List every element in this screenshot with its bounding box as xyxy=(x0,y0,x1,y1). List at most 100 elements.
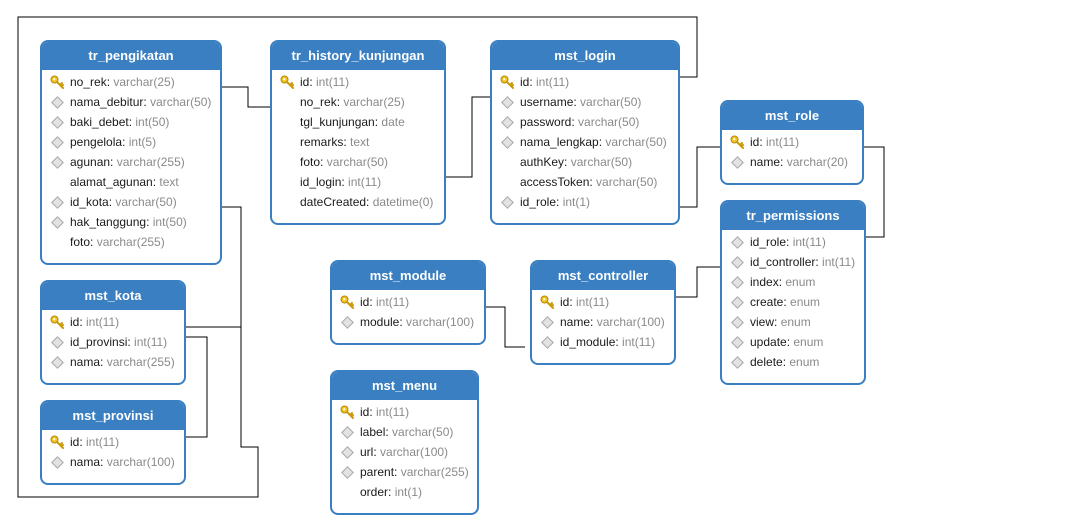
field-row[interactable]: password: varchar(50) xyxy=(492,112,678,132)
field-row[interactable]: index: enum xyxy=(722,272,864,292)
table-title: tr_history_kunjungan xyxy=(272,42,444,70)
field-row[interactable]: id: int(11) xyxy=(722,132,862,152)
field-name: id_role xyxy=(520,195,557,209)
field-row[interactable]: url: varchar(100) xyxy=(332,442,477,462)
field-type: text xyxy=(159,175,179,189)
field-type: int(11) xyxy=(316,75,350,89)
table-tr-history-kunjungan[interactable]: tr_history_kunjungan id: int(11) no_rek: … xyxy=(270,40,446,225)
field-row[interactable]: id_kota: varchar(50) xyxy=(42,192,220,212)
column-diamond-icon xyxy=(501,136,514,149)
field-row[interactable]: id: int(11) xyxy=(42,432,184,452)
field-row[interactable]: pengelola: int(5) xyxy=(42,132,220,152)
field-row[interactable]: delete: enum xyxy=(722,352,864,372)
field-row[interactable]: id: int(11) xyxy=(332,402,477,422)
field-row[interactable]: nama_debitur: varchar(50) xyxy=(42,92,220,112)
field-row[interactable]: view: enum xyxy=(722,312,864,332)
field-row[interactable]: nama: varchar(100) xyxy=(42,452,184,472)
field-name: create xyxy=(750,295,784,309)
field-row[interactable]: id_module: int(11) xyxy=(532,332,674,352)
field-row[interactable]: update: enum xyxy=(722,332,864,352)
field-row[interactable]: id_provinsi: int(11) xyxy=(42,332,184,352)
field-type: int(11) xyxy=(134,335,168,349)
table-tr-permissions[interactable]: tr_permissions id_role: int(11)id_contro… xyxy=(720,200,866,385)
field-name: accessToken xyxy=(520,175,590,189)
field-type: enum xyxy=(780,315,811,329)
field-row[interactable]: no_rek: varchar(25) xyxy=(300,95,405,109)
field-row[interactable]: parent: varchar(255) xyxy=(332,462,477,482)
field-row[interactable]: foto: varchar(255) xyxy=(70,235,165,249)
table-mst-controller[interactable]: mst_controller id: int(11)name: varchar(… xyxy=(530,260,676,365)
table-mst-module[interactable]: mst_module id: int(11)module: varchar(10… xyxy=(330,260,486,345)
field-row[interactable]: authKey: varchar(50) xyxy=(520,155,633,169)
field-type: datetime(0) xyxy=(372,195,434,209)
field-row[interactable]: name: varchar(100) xyxy=(532,312,674,332)
field-type: text xyxy=(350,135,370,149)
field-type: varchar(100) xyxy=(380,445,449,459)
column-diamond-icon xyxy=(51,216,64,229)
table-mst-menu[interactable]: mst_menu id: int(11)label: varchar(50)ur… xyxy=(330,370,479,515)
field-type: varchar(100) xyxy=(106,455,175,469)
primary-key-icon xyxy=(730,135,744,149)
field-row[interactable]: agunan: varchar(255) xyxy=(42,152,220,172)
field-row[interactable]: id_role: int(11) xyxy=(722,232,864,252)
table-mst-role[interactable]: mst_role id: int(11)name: varchar(20) xyxy=(720,100,864,185)
field-type: varchar(255) xyxy=(96,235,165,249)
field-row[interactable]: nama: varchar(255) xyxy=(42,352,184,372)
field-row[interactable]: dateCreated: datetime(0) xyxy=(300,195,434,209)
field-row[interactable]: id: int(11) xyxy=(42,312,184,332)
primary-key-icon xyxy=(500,75,514,89)
rel-controller-permissions xyxy=(676,266,720,298)
field-row[interactable]: nama_lengkap: varchar(50) xyxy=(492,132,678,152)
field-name: id xyxy=(520,75,530,89)
field-row[interactable]: module: varchar(100) xyxy=(332,312,484,332)
field-row[interactable]: name: varchar(20) xyxy=(722,152,862,172)
table-mst-login[interactable]: mst_login id: int(11)username: varchar(5… xyxy=(490,40,680,225)
primary-key-icon xyxy=(50,315,64,329)
rel-pengikatan-history xyxy=(222,86,270,108)
field-name: id xyxy=(360,295,370,309)
field-name: id xyxy=(300,75,310,89)
column-diamond-icon xyxy=(731,156,744,169)
field-row[interactable]: no_rek: varchar(25) xyxy=(42,72,220,92)
field-row[interactable]: id: int(11) xyxy=(492,72,678,92)
field-row[interactable]: id: int(11) xyxy=(532,292,674,312)
field-name: id xyxy=(70,315,80,329)
field-row[interactable]: foto: varchar(50) xyxy=(300,155,389,169)
field-type: int(11) xyxy=(822,255,856,269)
field-type: varchar(255) xyxy=(106,355,175,369)
primary-key-icon xyxy=(50,435,64,449)
rel-role-permissions xyxy=(864,146,885,238)
field-type: int(11) xyxy=(376,405,410,419)
field-row[interactable]: baki_debet: int(50) xyxy=(42,112,220,132)
field-row[interactable]: create: enum xyxy=(722,292,864,312)
field-name: id_role xyxy=(750,235,787,249)
table-mst-provinsi[interactable]: mst_provinsi id: int(11)nama: varchar(10… xyxy=(40,400,186,485)
field-type: int(11) xyxy=(376,295,410,309)
field-row[interactable]: alamat_agunan: text xyxy=(70,175,179,189)
field-type: varchar(20) xyxy=(786,155,849,169)
table-mst-kota[interactable]: mst_kota id: int(11)id_provinsi: int(11)… xyxy=(40,280,186,385)
column-diamond-icon xyxy=(341,316,354,329)
field-name: no_rek xyxy=(70,75,107,89)
field-row[interactable]: username: varchar(50) xyxy=(492,92,678,112)
field-row[interactable]: remarks: text xyxy=(300,135,370,149)
field-name: pengelola xyxy=(70,135,123,149)
field-row[interactable]: id: int(11) xyxy=(272,72,444,92)
table-tr-pengikatan[interactable]: tr_pengikatan no_rek: varchar(25)nama_de… xyxy=(40,40,222,265)
column-diamond-icon xyxy=(501,96,514,109)
field-row[interactable]: hak_tanggung: int(50) xyxy=(42,212,220,232)
field-row[interactable]: order: int(1) xyxy=(360,485,423,499)
field-name: module xyxy=(360,315,400,329)
field-name: id xyxy=(750,135,760,149)
field-row[interactable]: id: int(11) xyxy=(332,292,484,312)
field-row[interactable]: id_role: int(1) xyxy=(492,192,678,212)
field-row[interactable]: id_controller: int(11) xyxy=(722,252,864,272)
field-row[interactable]: id_login: int(11) xyxy=(300,175,382,189)
field-row[interactable]: accessToken: varchar(50) xyxy=(520,175,658,189)
field-type: varchar(255) xyxy=(400,465,469,479)
field-row[interactable]: label: varchar(50) xyxy=(332,422,477,442)
field-type: varchar(25) xyxy=(113,75,175,89)
field-row[interactable]: tgl_kunjungan: date xyxy=(300,115,405,129)
field-type: varchar(50) xyxy=(392,425,454,439)
field-name: id_kota xyxy=(70,195,109,209)
